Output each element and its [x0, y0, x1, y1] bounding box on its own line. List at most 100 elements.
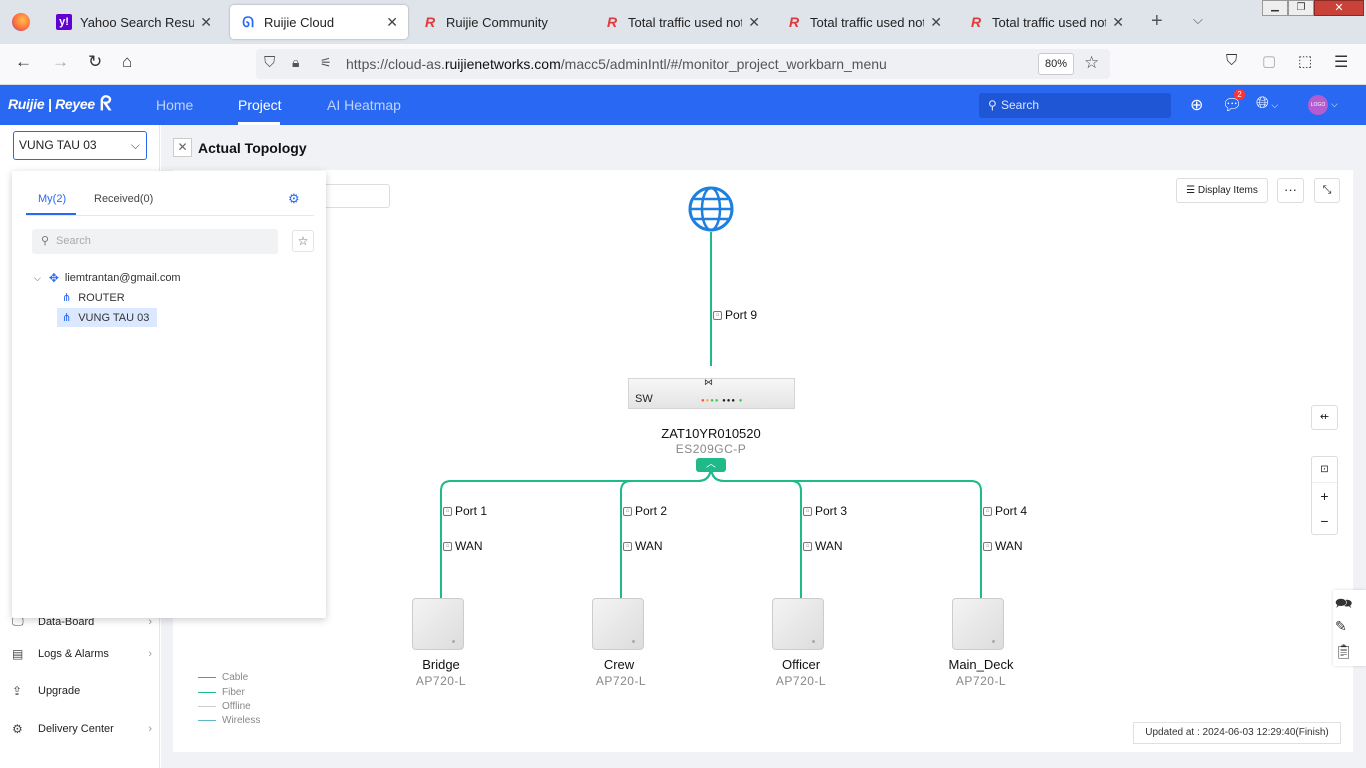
clipboard-icon[interactable]: 📋︎ [1335, 643, 1353, 659]
fullscreen-icon[interactable]: ⤡ [1314, 178, 1340, 203]
window-close-icon[interactable]: ✕ [1314, 0, 1364, 16]
collapse-toggle-button[interactable]: ︿ [696, 458, 726, 472]
tab-list-icon[interactable]: ⌵ [1193, 12, 1203, 27]
ap2-port-label: ⌂Port 2 [623, 504, 667, 518]
zoom-out-icon[interactable]: − [1320, 513, 1329, 529]
close-tab-icon[interactable]: ✕ [930, 13, 942, 30]
forward-icon[interactable]: → [52, 52, 69, 71]
ap-device-main-deck[interactable] [952, 598, 1004, 650]
port-icon: ⌂ [803, 541, 812, 551]
bookmark-star-icon[interactable]: ☆ [1084, 53, 1100, 72]
app-search-input[interactable]: ⚲Search [979, 93, 1171, 118]
sidebar-item-delivery-center[interactable]: ⚙Delivery Center› [12, 722, 152, 736]
extensions-icon[interactable]: ⬚ [1298, 53, 1313, 70]
ap-model: AP720-L [775, 674, 827, 688]
close-tab-icon[interactable]: ✕ [748, 13, 760, 30]
firefox-icon[interactable] [12, 13, 30, 31]
ruijie-logo[interactable]: Ruijie | Reyee [8, 96, 95, 112]
sidebar-item-data-board[interactable]: 🖵︎Data-Board› [12, 614, 152, 628]
zoom-level[interactable]: 80% [1038, 53, 1074, 75]
ap-device-bridge[interactable] [412, 598, 464, 650]
browser-tab-yahoo[interactable]: y! Yahoo Search Results Ya ✕ [46, 5, 222, 39]
home-icon[interactable]: ⌂ [122, 52, 133, 71]
project-search-input[interactable]: ⚲Search [32, 229, 278, 254]
favorite-star-button[interactable]: ☆ [292, 230, 314, 252]
ap3-wan-label: ⌂WAN [803, 539, 843, 553]
reload-icon[interactable]: ↻ [88, 52, 103, 71]
port-icon: ⌂ [983, 541, 992, 551]
feedback-icon[interactable]: ✎ [1335, 618, 1347, 634]
hamburger-menu-icon[interactable]: ☰ [1334, 54, 1349, 71]
pocket-icon[interactable]: ⛉ [1226, 52, 1238, 69]
browser-tab-traffic-3[interactable]: R Total traffic used not m ✕ [958, 5, 1134, 39]
port-icon: ⌂ [713, 310, 722, 320]
more-button[interactable]: ··· [1277, 178, 1304, 203]
browser-nav-bar: ← → ↻ ⌂ ⛉ 🔒︎ ⚟ https://cloud-as.ruijiene… [0, 44, 1366, 85]
ap-name: Officer [781, 657, 821, 672]
shield-icon[interactable]: ⛉ [264, 54, 276, 71]
chevron-down-icon[interactable]: ⌵ [1331, 99, 1338, 109]
link-port-2 [620, 465, 712, 598]
layout-toggle-icon[interactable]: ⇷ [1311, 405, 1338, 430]
close-tab-icon[interactable]: ✕ [1112, 13, 1124, 30]
globe-language-icon[interactable]: 🌐︎ ⌵ [1256, 95, 1279, 112]
logs-icon: ▤ [12, 647, 24, 661]
menu-ai-heatmap[interactable]: AI Heatmap [327, 97, 401, 113]
reyee-r-icon: ᖇ [100, 93, 112, 115]
project-select[interactable]: VUNG TAU 03 ⌵ [13, 131, 147, 160]
chevron-down-icon[interactable]: ⌵ [34, 272, 41, 283]
network-group-icon: ✥ [48, 271, 59, 285]
menu-project[interactable]: Project [238, 97, 282, 113]
zoom-in-icon[interactable]: + [1320, 488, 1329, 504]
gear-icon[interactable]: ⚙ [288, 191, 300, 206]
topology-search-input[interactable] [320, 184, 390, 208]
permissions-icon[interactable]: ⚟ [320, 55, 332, 70]
browser-tab-traffic-2[interactable]: R Total traffic used not m ✕ [776, 5, 952, 39]
browser-tab-ruijie-community[interactable]: R Ruijie Community [412, 5, 588, 39]
sidebar-item-upgrade[interactable]: ⇪Upgrade [12, 684, 81, 698]
page-title: Actual Topology [198, 140, 307, 156]
new-tab-icon[interactable]: + [1151, 10, 1163, 32]
menu-home[interactable]: Home [156, 97, 194, 113]
browser-tab-traffic-1[interactable]: R Total traffic used not m ✕ [594, 5, 770, 39]
tab-received-projects[interactable]: Received(0) [94, 193, 154, 205]
close-topology-button[interactable]: ✕ [173, 138, 192, 157]
legend-cable: Cable [198, 672, 248, 683]
tree-project-vung-tau-03[interactable]: ⋔ VUNG TAU 03 [57, 308, 157, 327]
browser-tab-ruijie-cloud[interactable]: ᘏ Ruijie Cloud ✕ [230, 5, 408, 39]
legend-offline: Offline [198, 701, 251, 712]
filter-icon: ☰ [1186, 185, 1198, 196]
tree-account-node[interactable]: ⌵ ✥ liemtrantan@gmail.com [34, 271, 181, 285]
ap-model: AP720-L [955, 674, 1007, 688]
ap-device-officer[interactable] [772, 598, 824, 650]
avatar[interactable]: LOGO [1308, 95, 1328, 115]
internet-globe-icon[interactable] [688, 186, 734, 232]
notification-badge: 2 [1234, 89, 1245, 100]
legend-line [198, 692, 216, 693]
add-circle-icon[interactable]: ⊕ [1190, 97, 1204, 114]
topology-canvas[interactable]: ⌂Port 9 SW ⋈ ●●●● ●●● ● ZAT10YR010520 ES… [173, 170, 1353, 752]
window-minimize-icon[interactable]: ▁ [1262, 0, 1288, 16]
window-restore-icon[interactable]: ❐ [1288, 0, 1314, 16]
tree-project-router[interactable]: ⋔ ROUTER [62, 291, 125, 305]
tab-my-projects[interactable]: My(2) [38, 193, 67, 205]
url-bar[interactable]: ⛉ 🔒︎ ⚟ https://cloud-as.ruijienetworks.c… [256, 49, 1110, 79]
close-tab-icon[interactable]: ✕ [200, 13, 212, 30]
url-text[interactable]: https://cloud-as.ruijienetworks.com/macc… [346, 56, 887, 72]
sidebar-item-logs-alarms[interactable]: ▤Logs & Alarms› [12, 647, 152, 661]
close-tab-icon[interactable]: ✕ [386, 13, 398, 30]
switch-device[interactable]: SW ⋈ ●●●● ●●● ● [628, 377, 795, 409]
upgrade-icon: ⇪ [12, 684, 23, 698]
chat-icon[interactable]: 🗪︎ [1335, 595, 1353, 611]
fit-view-icon[interactable]: ⊡ [1312, 457, 1337, 483]
zoom-controls: ⊡ + − [1311, 456, 1338, 535]
ruijie-cloud-icon: ᘏ [242, 13, 254, 30]
search-icon: ⚲ [988, 98, 997, 112]
back-icon[interactable]: ← [15, 52, 32, 71]
reader-icon[interactable]: ▢ [1262, 53, 1277, 70]
display-items-button[interactable]: ☰ Display Items [1176, 178, 1268, 203]
lock-icon[interactable]: 🔒︎ [292, 54, 300, 70]
tabs-divider [26, 215, 314, 216]
ap-device-crew[interactable] [592, 598, 644, 650]
message-icon[interactable]: 💬︎ [1222, 97, 1243, 114]
